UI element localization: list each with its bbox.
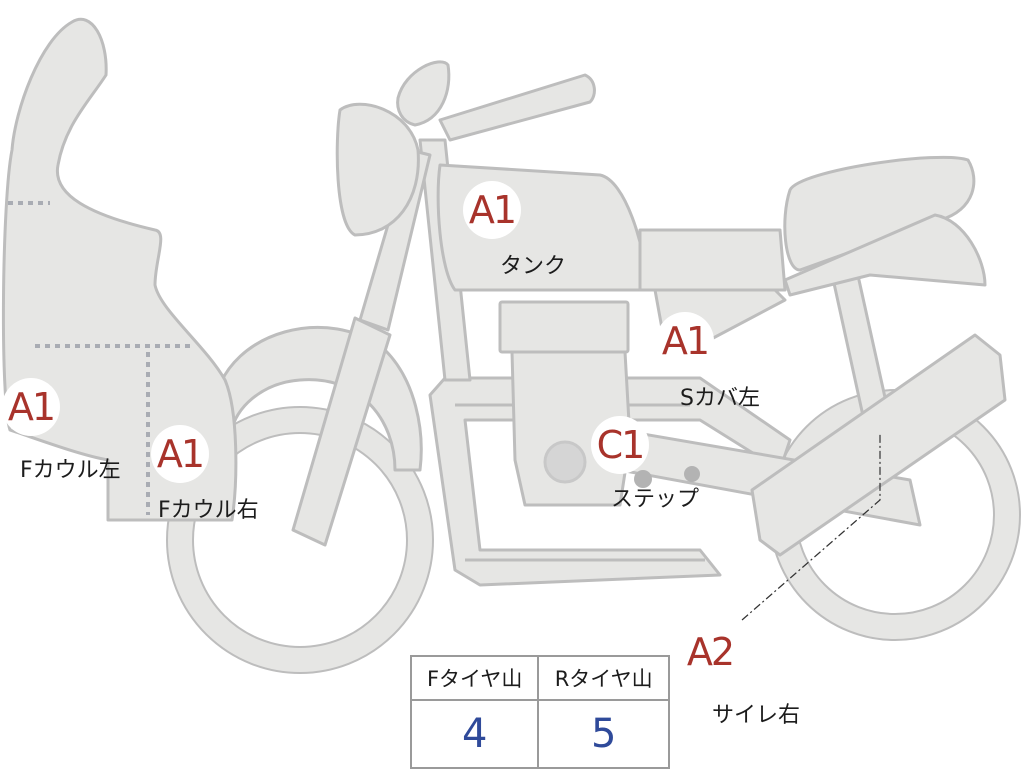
handlebar	[438, 73, 596, 142]
seat	[638, 228, 787, 292]
grade-text: A1	[156, 432, 205, 476]
rear-seat	[783, 155, 976, 272]
front-fork	[291, 316, 392, 547]
grade-marker-tank: A1	[463, 181, 521, 239]
part-label-tank: タンク	[500, 254, 567, 279]
part-label-muffler-right: サイレ右	[712, 703, 801, 728]
leader-line	[741, 432, 881, 621]
headlight	[335, 102, 420, 237]
grade-marker-step: C1	[591, 416, 649, 474]
grade-text: A2	[686, 630, 735, 674]
grade-marker-muffler-right: A2	[681, 623, 739, 681]
part-label-step: ステップ	[611, 487, 700, 512]
grade-text: A1	[7, 385, 56, 429]
step-peg	[684, 466, 700, 482]
muffler	[750, 333, 1007, 557]
grade-marker-side-cover-left: A1	[656, 312, 714, 370]
grade-marker-f-cowl-left: A1	[2, 378, 60, 436]
grade-text: C1	[596, 423, 646, 467]
tail-cowl	[783, 213, 987, 297]
grade-text: A1	[661, 319, 710, 363]
part-label-side-cover-left: Sカバ左	[680, 386, 760, 411]
rear-tire-value: 5	[537, 699, 670, 769]
rear-tire-header: Rタイヤ山	[537, 655, 670, 701]
front-wheel	[167, 407, 433, 673]
front-tire-header: Fタイヤ山	[409, 655, 540, 701]
grade-marker-f-cowl-right: A1	[151, 425, 209, 483]
grade-text: A1	[468, 188, 517, 232]
step-peg	[634, 470, 652, 488]
part-label-f-cowl-left: Fカウル左	[20, 458, 121, 483]
mirror	[396, 60, 451, 127]
part-label-f-cowl-right: Fカウル右	[158, 498, 259, 523]
front-tire-value: 4	[409, 699, 540, 769]
engine-top	[498, 300, 630, 354]
tire-tread-table: Fタイヤ山 Rタイヤ山 4 5	[409, 655, 670, 769]
